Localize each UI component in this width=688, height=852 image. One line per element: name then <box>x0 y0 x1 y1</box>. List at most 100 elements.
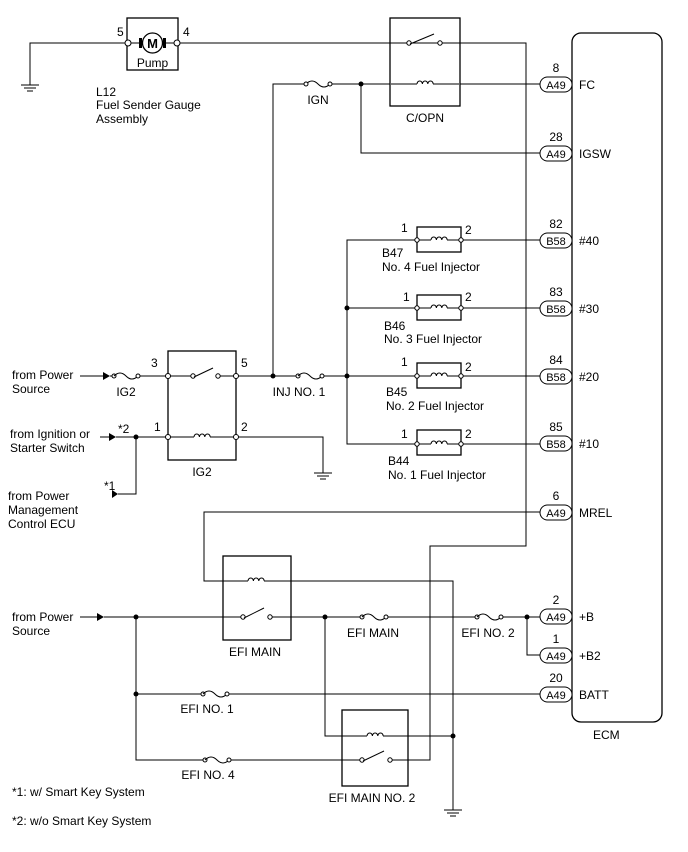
copn-label: C/OPN <box>406 111 444 125</box>
pump-label: Pump <box>137 56 169 70</box>
injector-no1-pin1: 1 <box>401 427 408 441</box>
terminal-40: B58 82 #40 <box>539 217 599 249</box>
terminal-30-pin: 83 <box>549 285 563 299</box>
pump-ref: L12 <box>96 85 116 99</box>
terminal-30: B58 83 #30 <box>539 285 599 317</box>
terminal-b-pin: 2 <box>553 593 560 607</box>
note-smart-key: *1: w/ Smart Key System <box>12 785 145 799</box>
injector-no4-name: No. 4 Fuel Injector <box>382 260 480 274</box>
efi-main-relay: EFI MAIN <box>222 555 292 659</box>
efi-no1-fuse-label: EFI NO. 1 <box>180 702 234 716</box>
terminal-10: B58 85 #10 <box>539 420 599 452</box>
power-source-2-line1: from Power <box>12 610 73 624</box>
injector-no1-ref: B44 <box>388 454 410 468</box>
terminal-40-name: #40 <box>579 234 599 248</box>
pump-name-line2: Assembly <box>96 112 148 126</box>
injector-no4-pin1: 1 <box>401 221 408 235</box>
terminal-30-name: #30 <box>579 302 599 316</box>
terminal-igsw: A49 28 IGSW <box>539 130 612 162</box>
fuel-pump: M Pump 5 4 <box>117 17 190 71</box>
injector-no2-pin1: 1 <box>401 355 408 369</box>
injector-no3: 1 2 B46 No. 3 Fuel Injector <box>384 290 482 346</box>
efi-main-no2-relay: EFI MAIN NO. 2 <box>329 709 416 805</box>
pm-ecu-line3: Control ECU <box>8 517 75 531</box>
ig2-fuse-label: IG2 <box>116 385 136 399</box>
ig2-relay: 3 5 1 2 IG2 <box>151 350 248 479</box>
ground-icon <box>21 84 39 92</box>
efi-no4-fuse-label: EFI NO. 4 <box>181 768 235 782</box>
terminal-10-name: #10 <box>579 437 599 451</box>
injector-no3-ref: B46 <box>384 319 406 333</box>
terminal-b2-connector: A49 <box>546 651 566 663</box>
note-no-smart-key: *2: w/o Smart Key System <box>12 814 151 828</box>
injector-no3-pin1: 1 <box>403 290 410 304</box>
copn-relay: C/OPN <box>389 17 461 125</box>
terminal-b2-pin: 1 <box>553 632 560 646</box>
injector-no4-pin2: 2 <box>465 223 472 237</box>
power-source-2-line2: Source <box>12 624 50 638</box>
efi-no2-fuse-label: EFI NO. 2 <box>461 626 515 640</box>
ig2-pin5: 5 <box>241 356 248 370</box>
injector-no3-pin2: 2 <box>465 290 472 304</box>
terminal-20: B58 84 #20 <box>539 353 599 385</box>
efi-main-fuse-label: EFI MAIN <box>347 626 399 640</box>
injector-no4: 1 2 B47 No. 4 Fuel Injector <box>382 221 480 274</box>
efi-main-relay-label: EFI MAIN <box>229 645 281 659</box>
injector-no1: 1 2 B44 No. 1 Fuel Injector <box>388 427 486 482</box>
terminal-40-connector: B58 <box>546 236 566 248</box>
pm-ecu-line2: Management <box>8 503 79 517</box>
terminal-mrel-connector: A49 <box>546 508 566 520</box>
terminal-batt-pin: 20 <box>549 671 563 685</box>
terminal-batt-connector: A49 <box>546 690 566 702</box>
ign-switch-line1: from Ignition or <box>10 427 90 441</box>
ecm-label: ECM <box>593 728 620 742</box>
terminal-20-name: #20 <box>579 370 599 384</box>
power-source-1-line2: Source <box>12 382 50 396</box>
motor-symbol: M <box>147 36 158 51</box>
terminal-fc-pin: 8 <box>553 61 560 75</box>
terminal-b2-name: +B2 <box>579 649 601 663</box>
mark-1: *1 <box>104 479 116 493</box>
mark-2: *2 <box>118 422 130 436</box>
ig2-pin2: 2 <box>241 420 248 434</box>
pump-pin-left: 5 <box>117 25 124 39</box>
terminal-10-pin: 85 <box>549 420 563 434</box>
injector-no2-name: No. 2 Fuel Injector <box>386 399 484 413</box>
injector-no1-name: No. 1 Fuel Injector <box>388 468 486 482</box>
terminal-b-name: +B <box>579 610 594 624</box>
injector-no3-name: No. 3 Fuel Injector <box>384 332 482 346</box>
terminal-mrel: A49 6 MREL <box>539 489 613 521</box>
injector-no4-ref: B47 <box>382 246 404 260</box>
terminal-fc-name: FC <box>579 78 595 92</box>
terminal-batt-name: BATT <box>579 688 609 702</box>
terminal-fc-connector: A49 <box>546 80 566 92</box>
terminal-20-connector: B58 <box>546 372 566 384</box>
pump-name-line1: Fuel Sender Gauge <box>96 98 201 112</box>
terminal-igsw-pin: 28 <box>549 130 563 144</box>
ground-icon <box>314 472 332 480</box>
terminal-fc: A49 8 FC <box>539 61 595 93</box>
terminal-batt: A49 20 BATT <box>539 671 609 703</box>
terminal-b-connector: A49 <box>546 612 566 624</box>
injector-no2: 1 2 B45 No. 2 Fuel Injector <box>386 355 484 413</box>
terminal-mrel-name: MREL <box>579 506 613 520</box>
pm-ecu-line1: from Power <box>8 489 69 503</box>
terminal-30-connector: B58 <box>546 304 566 316</box>
ign-switch-line2: Starter Switch <box>10 441 85 455</box>
motor-icon <box>141 32 164 54</box>
terminal-20-pin: 84 <box>549 353 563 367</box>
power-source-1-line1: from Power <box>12 368 73 382</box>
ign-fuse-label: IGN <box>307 93 328 107</box>
ig2-relay-label: IG2 <box>192 465 212 479</box>
inj-fuse-label: INJ NO. 1 <box>273 385 326 399</box>
ig2-pin1: 1 <box>154 420 161 434</box>
injector-no2-ref: B45 <box>386 385 408 399</box>
terminal-40-pin: 82 <box>549 217 563 231</box>
terminal-mrel-pin: 6 <box>553 489 560 503</box>
ig2-pin3: 3 <box>151 356 158 370</box>
terminal-b: A49 2 +B <box>539 593 594 625</box>
ground-icon <box>444 809 462 817</box>
terminal-b2: A49 1 +B2 <box>539 632 601 664</box>
injector-no1-pin2: 2 <box>465 427 472 441</box>
terminal-10-connector: B58 <box>546 439 566 451</box>
